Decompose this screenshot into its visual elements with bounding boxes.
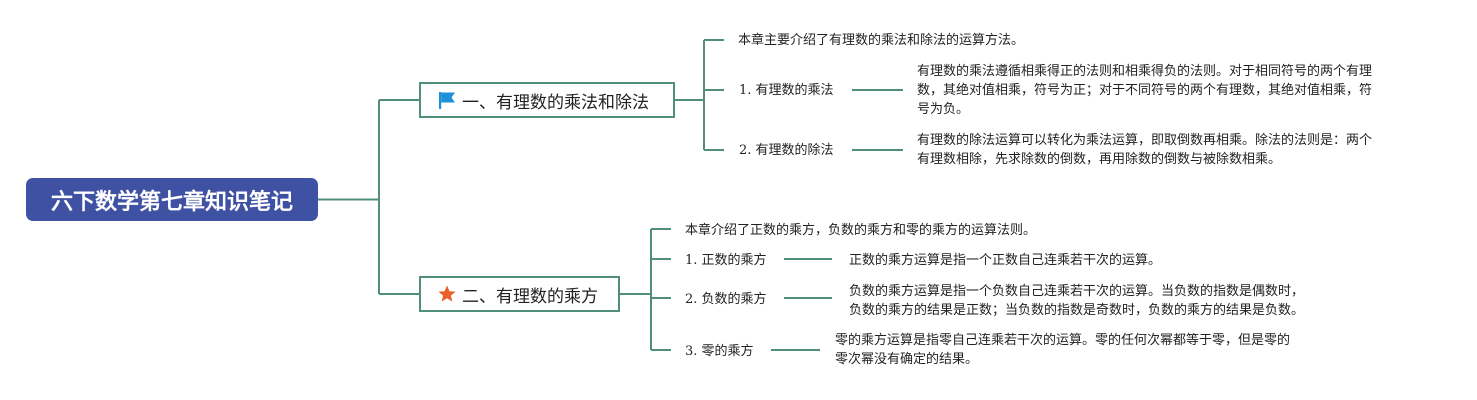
branch-2-topic-1-label: 1. 正数的乘方 [685,253,767,268]
detail-line: 号为负。 [917,102,970,117]
detail-line: 数，其绝对值相乘，符号为正；对于不同符号的两个有理数，其绝对值相乘，符 [917,83,1373,98]
detail-line: 负数的乘方的结果是正数；当负数的指数是奇数时，负数的乘方的结果是负数。 [849,303,1305,318]
detail-line: 有理数的除法运算可以转化为乘法运算，即取倒数再相乘。除法的法则是：两个 [917,133,1373,148]
branch-node-1[interactable]: 一、有理数的乘法和除法 [419,82,675,118]
root-node[interactable]: 六下数学第七章知识笔记 [26,178,318,221]
branch-2-topic-3-detail: 零的乘方运算是指零自己连乘若干次的运算。零的任何次幂都等于零，但是零的 零次幂没… [835,331,1290,369]
branch-2-topic-2-detail: 负数的乘方运算是指一个负数自己连乘若干次的运算。当负数的指数是偶数时， 负数的乘… [849,282,1304,320]
branch-2-summary: 本章介绍了正数的乘方，负数的乘方和零的乘方的运算法则。 [685,223,1037,238]
branch-1-topic-2-detail: 有理数的除法运算可以转化为乘法运算，即取倒数再相乘。除法的法则是：两个 有理数相… [917,131,1372,169]
flag-icon [439,92,455,109]
branch-title-1: 一、有理数的乘法和除法 [462,92,649,113]
branch-2-topic-2-label: 2. 负数的乘方 [685,292,767,307]
detail-line: 有理数的乘法遵循相乘得正的法则和相乘得负的法则。对于相同符号的两个有理 [917,64,1373,79]
branch-title-2: 二、有理数的乘方 [462,286,598,307]
detail-line: 有理数相除，先求除数的倒数，再用除数的倒数与被除数相乘。 [917,152,1282,167]
branch-1-topic-2-label: 2. 有理数的除法 [739,143,834,158]
branch-node-2[interactable]: 二、有理数的乘方 [419,276,620,312]
root-title: 六下数学第七章知识笔记 [50,189,293,215]
detail-line: 零的乘方运算是指零自己连乘若干次的运算。零的任何次幂都等于零，但是零的 [835,333,1291,348]
branch-1-summary: 本章主要介绍了有理数的乘法和除法的运算方法。 [738,33,1025,48]
detail-line: 正数的乘方运算是指一个正数自己连乘若干次的运算。 [849,253,1162,268]
detail-line: 零次幂没有确定的结果。 [835,352,979,367]
branch-2-topic-1-detail: 正数的乘方运算是指一个正数自己连乘若干次的运算。 [849,251,1161,270]
branch-2-topic-3-label: 3. 零的乘方 [685,344,754,359]
branch-1-topic-1-detail: 有理数的乘法遵循相乘得正的法则和相乘得负的法则。对于相同符号的两个有理 数，其绝… [917,62,1372,119]
detail-line: 负数的乘方运算是指一个负数自己连乘若干次的运算。当负数的指数是偶数时， [849,284,1305,299]
star-icon [438,285,456,302]
branch-1-topic-1-label: 1. 有理数的乘法 [739,83,834,98]
